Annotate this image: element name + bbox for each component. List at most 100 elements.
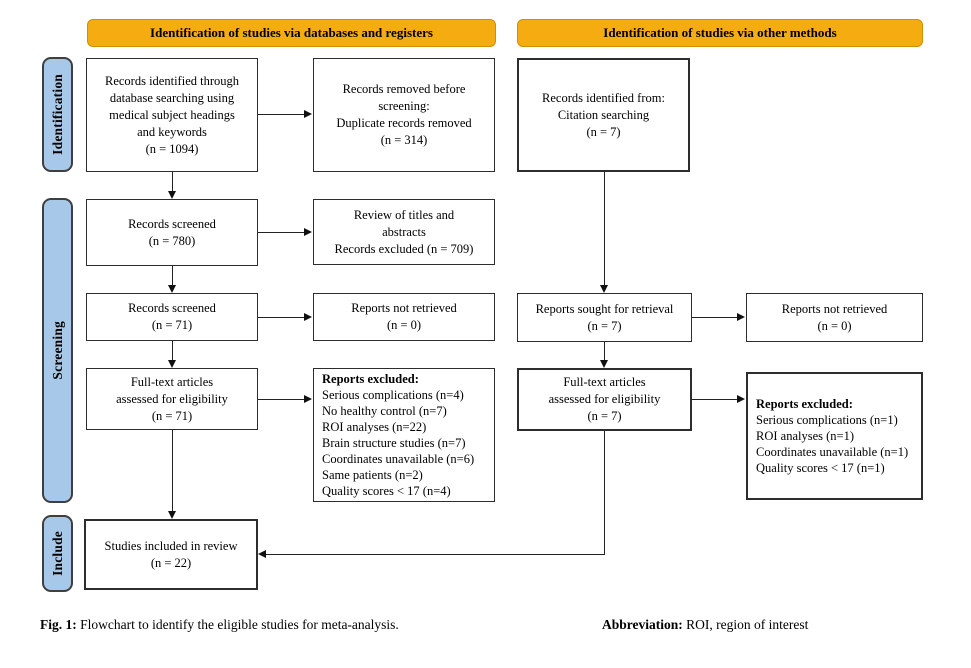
caption-fig-text: Flowchart to identify the eligible studi…	[76, 617, 399, 632]
box-line: (n = 7)	[586, 124, 621, 139]
arrow-fulltext7-to-excluded-head	[737, 395, 745, 403]
arrow-sought-to-notretrieved-line	[692, 316, 738, 318]
caption-abbr-label: Abbreviation:	[602, 617, 683, 632]
arrow-fulltext-to-excluded-head	[304, 395, 312, 403]
box-line: Same patients (n=2)	[322, 468, 423, 482]
arrow-sought-to-notretrieved-head	[737, 313, 745, 321]
box-line: Serious complications (n=4)	[322, 388, 464, 402]
box-reports-excluded-db: Reports excluded: Serious complications …	[313, 368, 495, 502]
box-line: Records identified from:	[542, 90, 665, 105]
box-line: screening:	[378, 99, 430, 113]
box-reports-not-retrieved-db: Reports not retrieved (n = 0)	[313, 293, 495, 341]
box-line: assessed for eligibility	[548, 392, 661, 406]
box-line: Coordinates unavailable (n=1)	[756, 445, 909, 459]
box-line: and keywords	[137, 124, 207, 139]
box-title: Reports excluded:	[756, 397, 853, 411]
box-reports-excluded-other: Reports excluded: Serious complications …	[746, 372, 923, 500]
arrow-screened71-to-fulltext-head	[167, 360, 176, 368]
arrow-screened780-to-screened71-line	[171, 266, 173, 286]
band-include-label: Include	[49, 531, 65, 576]
box-line: Records excluded (n = 709)	[334, 241, 474, 256]
box-fulltext-eligibility-db: Full-text articles assessed for eligibil…	[86, 368, 258, 430]
caption-abbr-text: ROI, region of interest	[682, 617, 809, 632]
arrow-identified-to-screened-head	[167, 191, 176, 199]
header-other-methods: Identification of studies via other meth…	[517, 19, 923, 47]
box-line: Coordinates unavailable (n=6)	[322, 452, 475, 466]
box-line: Reports not retrieved	[351, 301, 457, 315]
box-studies-included: Studies included in review (n = 22)	[84, 519, 258, 590]
box-line: Full-text articles	[563, 375, 646, 389]
box-line: (n = 0)	[817, 318, 852, 333]
box-line: (n = 0)	[386, 318, 422, 332]
box-fulltext-eligibility-other: Full-text articles assessed for eligibil…	[517, 368, 692, 431]
box-line: Full-text articles	[130, 374, 214, 389]
band-screening: Screening	[42, 198, 73, 503]
box-line: Records removed before	[342, 82, 466, 96]
box-title: Reports excluded:	[322, 372, 419, 386]
box-line: (n = 1094)	[145, 141, 199, 156]
header-databases-registers: Identification of studies via databases …	[87, 19, 496, 47]
box-reports-not-retrieved-other: Reports not retrieved (n = 0)	[746, 293, 923, 342]
box-line: Reports not retrieved	[781, 301, 888, 316]
box-records-identified: Records identified through database sear…	[86, 58, 258, 172]
box-line: Review of titles and	[353, 207, 455, 222]
box-line: Records screened	[128, 301, 216, 315]
arrow-fulltext-to-included-head	[167, 511, 176, 519]
box-line: (n = 780)	[148, 233, 196, 248]
box-line: ROI analyses (n=22)	[322, 420, 427, 434]
box-line: database searching using	[109, 90, 235, 105]
arrow-screened71-to-fulltext-line	[171, 341, 173, 361]
arrow-identified-to-screened-line	[171, 172, 173, 192]
figure-caption: Fig. 1: Flowchart to identify the eligib…	[40, 616, 399, 634]
arrow-screened780-to-review-head	[304, 228, 312, 236]
box-citation-searching: Records identified from: Citation search…	[517, 58, 690, 172]
arrow-identified-to-removed-line	[258, 113, 305, 115]
box-line: (n = 71)	[151, 318, 193, 332]
arrow-fulltext-to-included-line	[171, 430, 173, 512]
box-line: Studies included in review	[104, 538, 238, 553]
box-line: Serious complications (n=1)	[756, 413, 898, 427]
arrow-screened780-to-review-line	[258, 231, 305, 233]
arrow-screened71-to-notretrieved-line	[258, 316, 305, 318]
arrow-sought-to-fulltext-line	[603, 342, 605, 361]
box-line: (n = 22)	[150, 555, 192, 570]
box-records-removed-before-screening: Records removed before screening: Duplic…	[313, 58, 495, 172]
box-line: Brain structure studies (n=7)	[322, 436, 466, 450]
box-reports-sought-retrieval: Reports sought for retrieval (n = 7)	[517, 293, 692, 342]
box-records-screened-780: Records screened (n = 780)	[86, 199, 258, 266]
arrow-fulltext-to-excluded-line	[258, 398, 305, 400]
band-identification: Identification	[42, 57, 73, 172]
box-line: No healthy control (n=7)	[322, 404, 447, 418]
box-line: Duplicate records removed	[336, 116, 472, 130]
band-screening-label: Screening	[49, 321, 65, 380]
arrow-screened71-to-notretrieved-head	[304, 313, 312, 321]
box-line: Records identified through	[105, 73, 239, 88]
box-line: Quality scores < 17 (n=4)	[322, 484, 451, 498]
connector-fulltext7-down-line	[603, 431, 605, 555]
box-line: Quality scores < 17 (n=1)	[756, 461, 885, 475]
box-line: abstracts	[382, 224, 426, 239]
band-identification-label: Identification	[49, 74, 65, 155]
box-line: Citation searching	[557, 107, 650, 122]
arrow-sought-to-fulltext-head	[599, 360, 608, 368]
box-line: Reports sought for retrieval	[535, 301, 674, 316]
box-line: ROI analyses (n=1)	[756, 429, 854, 443]
box-line: (n = 71)	[151, 408, 193, 423]
band-include: Include	[42, 515, 73, 592]
caption-fig-label: Fig. 1:	[40, 617, 77, 632]
arrow-screened780-to-screened71-head	[167, 285, 176, 293]
box-review-titles-abstracts: Review of titles and abstracts Records e…	[313, 199, 495, 265]
abbreviation-caption: Abbreviation: ROI, region of interest	[602, 616, 808, 634]
connector-to-included-head	[258, 550, 266, 558]
box-line: (n = 314)	[380, 133, 428, 147]
box-line: assessed for eligibility	[116, 391, 228, 406]
arrow-fulltext7-to-excluded-line	[692, 398, 738, 400]
box-line: (n = 7)	[587, 318, 622, 333]
box-line: (n = 7)	[587, 409, 622, 423]
box-records-screened-71: Records screened (n = 71)	[86, 293, 258, 341]
box-line: medical subject headings	[109, 107, 235, 122]
arrow-identified-to-removed-head	[304, 110, 312, 118]
box-line: Records screened	[128, 216, 216, 231]
connector-to-included-line	[265, 553, 605, 555]
